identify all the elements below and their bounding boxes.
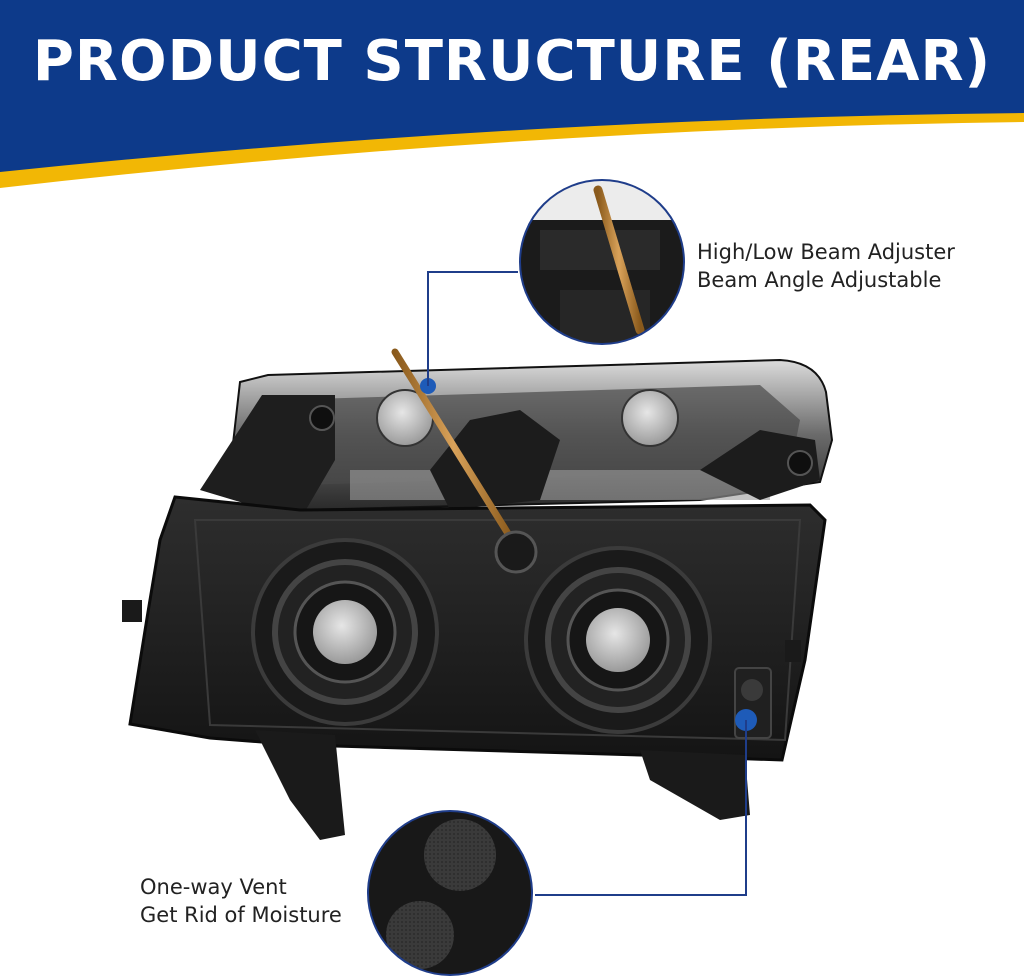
- callout-beam-adjuster: High/Low Beam Adjuster Beam Angle Adjust…: [697, 238, 955, 294]
- vent-hole-upper: [741, 679, 763, 701]
- zoom-circle-vent: [367, 810, 533, 976]
- reflector-bracket-right: [700, 430, 820, 500]
- side-clip-right: [785, 640, 801, 662]
- banner-blue-background: [0, 0, 1024, 172]
- mount-screw-left: [309, 405, 335, 431]
- adjuster-rod-base: [494, 530, 538, 574]
- rear-housing: [128, 495, 827, 762]
- left-bulb-port: [313, 600, 377, 664]
- header-banner: [0, 0, 1024, 188]
- callout-one-way-vent-subtitle: Get Rid of Moisture: [140, 903, 342, 927]
- housing-rim: [193, 519, 802, 742]
- reflector-bracket-left: [200, 395, 335, 520]
- callout-beam-adjuster-title: High/Low Beam Adjuster: [697, 240, 955, 264]
- reflector-bracket-center: [430, 410, 560, 510]
- callout-beam-adjuster-subtitle: Beam Angle Adjustable: [697, 268, 942, 292]
- side-clip-left: [122, 600, 142, 622]
- callout-one-way-vent: One-way Vent Get Rid of Moisture: [140, 873, 342, 929]
- page-title: PRODUCT STRUCTURE (REAR): [32, 29, 992, 94]
- mount-leg-left: [255, 730, 345, 840]
- callout-one-way-vent-title: One-way Vent: [140, 875, 287, 899]
- mount-screw-right: [787, 450, 813, 476]
- right-bulb-port: [586, 608, 650, 672]
- beam-adjuster-rod: [391, 348, 516, 544]
- zoom-circle-adjuster: [519, 179, 685, 345]
- callout-line-bottom: [535, 720, 747, 896]
- mount-leg-right: [640, 750, 750, 820]
- callout-line-top: [427, 271, 518, 386]
- low-beam-bulb-cap: [621, 389, 679, 447]
- reflector-plate: [350, 470, 770, 500]
